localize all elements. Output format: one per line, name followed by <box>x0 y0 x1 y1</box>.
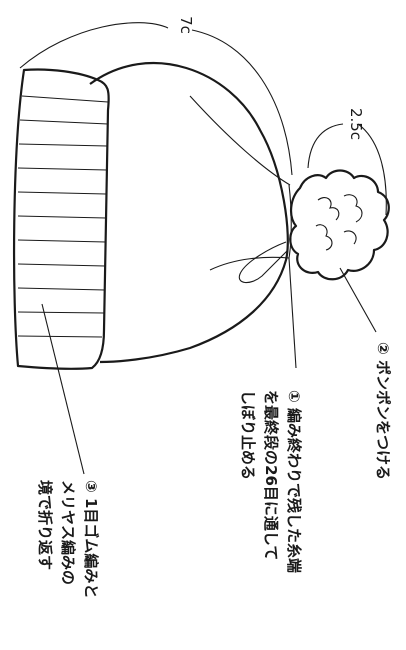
step3-line-2: メリヤス編みの <box>59 480 77 585</box>
pompom-texture-3 <box>315 224 333 251</box>
step3-leader <box>41 303 85 475</box>
crown-outline <box>89 61 289 364</box>
hat-width-dimension: 7c <box>19 16 293 176</box>
pompom <box>289 169 390 281</box>
hat-brim <box>12 68 110 370</box>
pompom-texture-2 <box>343 194 363 223</box>
gather-line-2 <box>209 256 290 271</box>
pompom-width-arc <box>307 123 387 216</box>
step3-line-1: 1目ゴム編みと <box>82 498 100 598</box>
step1-marker: ① <box>285 390 303 403</box>
step3-marker: ③ <box>82 480 100 493</box>
gather-line-3 <box>288 184 292 259</box>
step1-line-3: しぼり止める <box>239 390 257 480</box>
step1-line-1: 編み終わりで残した糸端 <box>285 408 303 573</box>
hat-width-arc <box>19 22 293 176</box>
pompom-width-dimension: 2.5c <box>307 108 387 216</box>
step1-leader <box>288 257 297 369</box>
brim-outline <box>12 68 110 370</box>
instruction-2: ② ポンポンをつける <box>374 342 392 480</box>
step2-marker: ② <box>374 342 392 355</box>
hat-crown <box>89 61 292 364</box>
step1-line-2: を最終段の26目に通して <box>262 390 280 560</box>
pompom-texture-1 <box>317 197 340 221</box>
pompom-texture-4 <box>343 230 357 245</box>
brim-ribs <box>17 95 109 338</box>
instruction-1: ① 編み終わりで残した糸端 を最終段の26目に通して しぼり止める <box>239 390 303 573</box>
step2-line-1: ポンポンをつける <box>374 360 392 480</box>
gather-line-1 <box>189 95 291 186</box>
pompom-width-label: 2.5c <box>347 108 365 140</box>
instruction-3: ③ 1目ゴム編みと メリヤス編みの 境で折り返す <box>36 480 100 598</box>
hat-width-label: 7c <box>177 16 195 34</box>
pompom-outline <box>289 169 390 281</box>
step2-leader <box>339 267 377 333</box>
step3-line-3: 境で折り返す <box>36 480 54 570</box>
gather-loop <box>238 241 289 284</box>
